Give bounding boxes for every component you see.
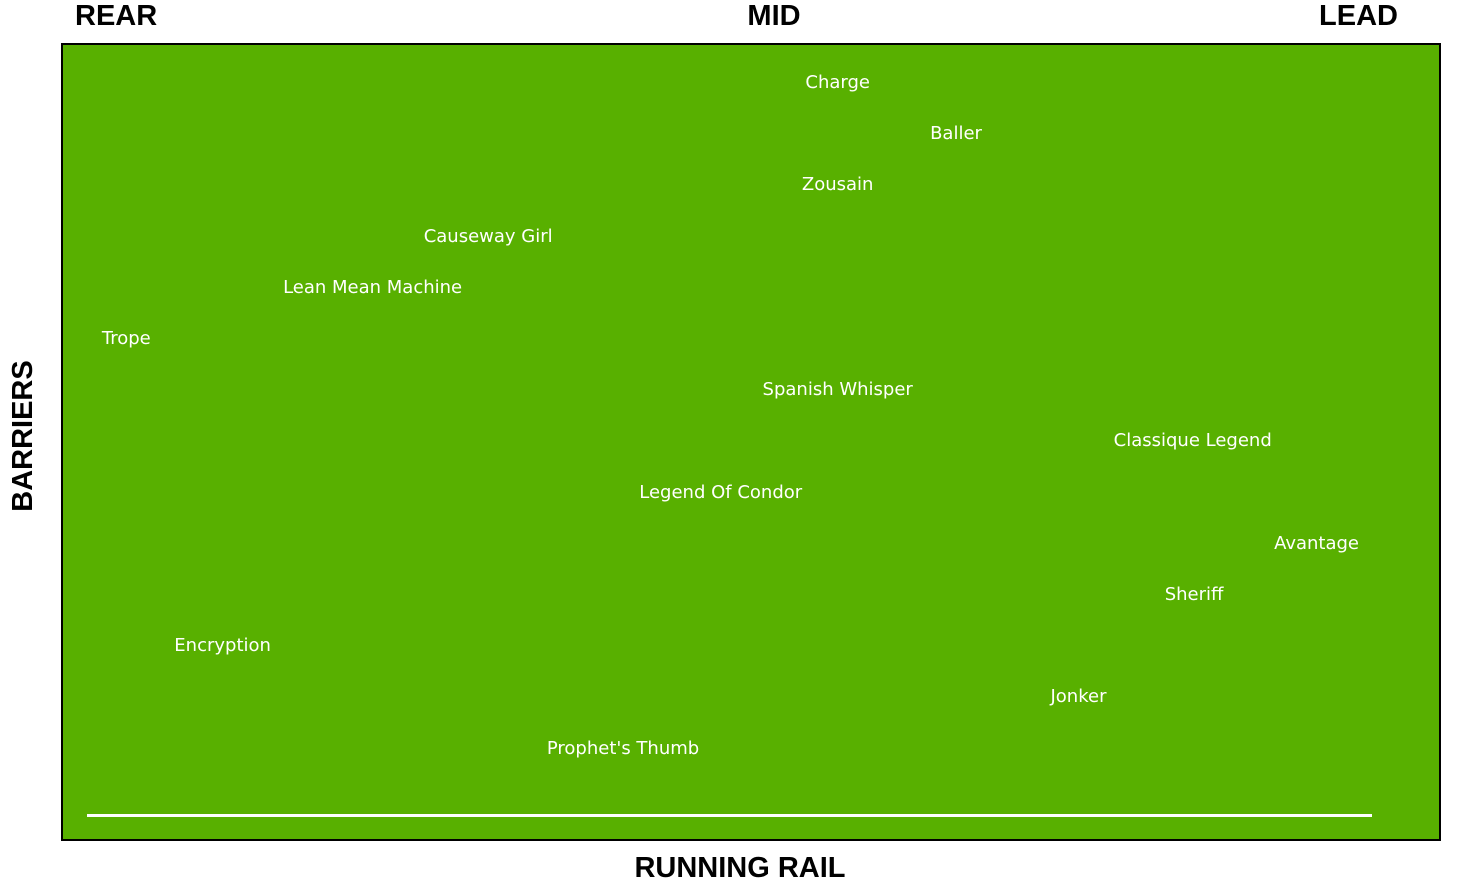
runner-label: Lean Mean Machine [283,276,463,298]
position-label-rear: REAR [75,0,158,32]
runner-label: Causeway Girl [423,225,553,247]
running-rail-line [87,814,1372,817]
runner-label: Prophet's Thumb [546,737,700,759]
runner-label: Encryption [174,635,271,657]
runner-label: Spanish Whisper [762,379,913,401]
runner-label: Classique Legend [1113,430,1272,452]
runner-label: Legend Of Condor [639,481,803,503]
runner-label: Zousain [801,174,874,196]
running-rail-label: RUNNING RAIL [634,852,846,884]
runner-label: Sheriff [1164,584,1224,605]
runner-label: Jonker [1050,686,1107,708]
position-label-lead: LEAD [1319,0,1398,32]
barriers-axis-label: BARRIERS [7,360,39,512]
position-label-mid: MID [747,0,801,32]
runner-label: Charge [805,72,870,93]
runner-label: Avantage [1274,532,1359,554]
runner-label: Trope [101,328,151,349]
runner-label: Baller [930,123,982,145]
